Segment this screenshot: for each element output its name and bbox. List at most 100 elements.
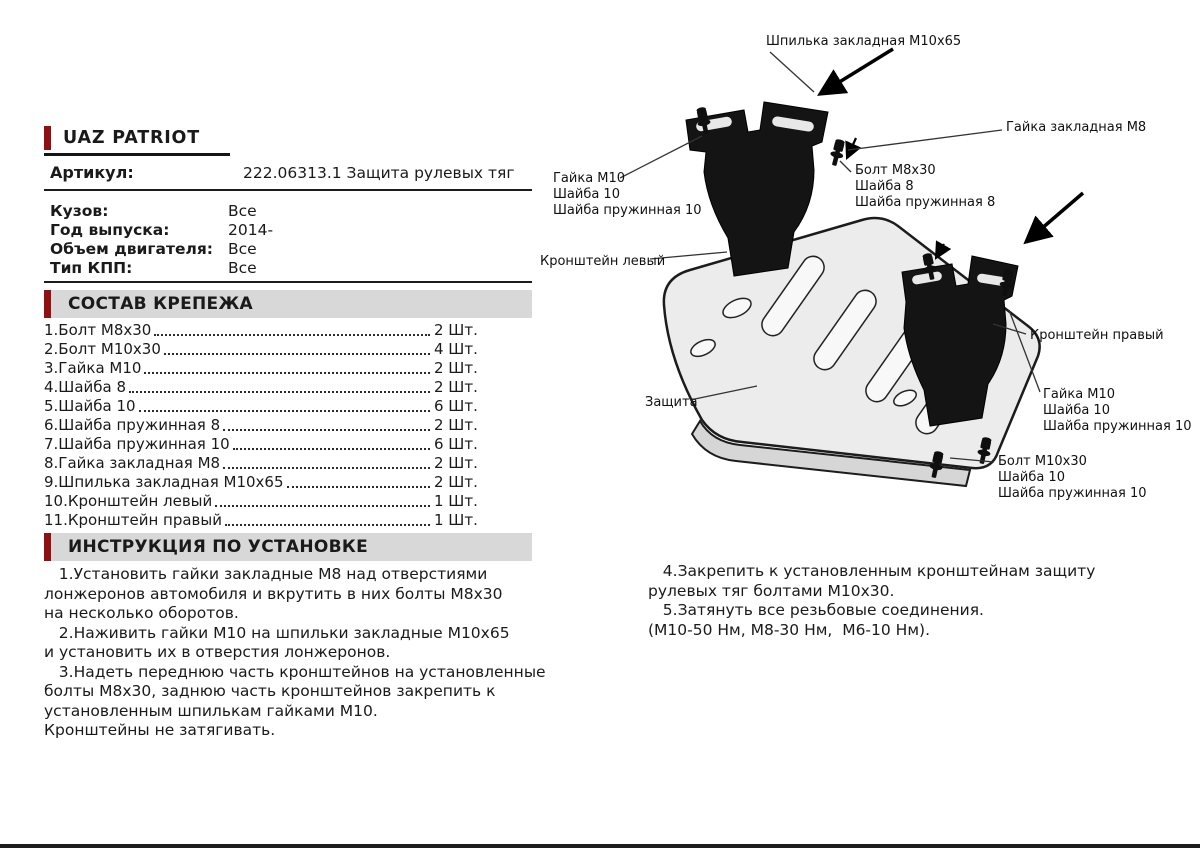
fastener-qty: 2 Шт. bbox=[434, 416, 478, 434]
fastener-name: 9.Шпилька закладная М10х65 bbox=[44, 473, 284, 491]
section-title-fasteners: СОСТАВ КРЕПЕЖА bbox=[68, 294, 254, 314]
spec-row-body: Кузов: Все bbox=[50, 202, 257, 220]
fastener-row: 10.Кронштейн левый 1 Шт. bbox=[44, 492, 496, 511]
fastener-qty: 2 Шт. bbox=[434, 321, 478, 339]
spec-value: Все bbox=[228, 259, 257, 277]
fastener-name: 1.Болт М8х30 bbox=[44, 321, 152, 339]
fastener-row: 2.Болт М10х30 4 Шт. bbox=[44, 340, 496, 359]
instruction-step-4: 4.Закрепить к установленным кронштейнам … bbox=[648, 562, 1096, 600]
divider bbox=[44, 189, 532, 191]
fastener-name: 5.Шайба 10 bbox=[44, 397, 136, 415]
plate-slots bbox=[690, 255, 979, 435]
title-accent-bar bbox=[44, 126, 51, 150]
label-nut-m10-right-1: Гайка М10 bbox=[1043, 387, 1115, 402]
fastener-row: 5.Шайба 10 6 Шт. bbox=[44, 397, 496, 416]
dot-leader bbox=[286, 473, 430, 488]
label-bolt-m10-1: Болт М10х30 bbox=[998, 454, 1087, 469]
fastener-qty: 2 Шт. bbox=[434, 378, 478, 396]
fastener-name: 7.Шайба пружинная 10 bbox=[44, 435, 230, 453]
fastener-row: 11.Кронштейн правый 1 Шт. bbox=[44, 511, 496, 530]
instructions-right-column: 4.Закрепить к установленным кронштейнам … bbox=[648, 562, 1158, 640]
article-label: Артикул: bbox=[50, 163, 134, 182]
section-header-fasteners: СОСТАВ КРЕПЕЖА bbox=[44, 290, 532, 318]
article-row: Артикул: 222.06313.1 Защита рулевых тяг bbox=[50, 163, 515, 182]
fastener-qty: 4 Шт. bbox=[434, 340, 478, 358]
fastener-row: 1.Болт М8х30 2 Шт. bbox=[44, 321, 496, 340]
fastener-name: 4.Шайба 8 bbox=[44, 378, 127, 396]
fastener-name: 2.Болт М10х30 bbox=[44, 340, 161, 358]
dot-leader bbox=[215, 492, 430, 507]
spec-label: Год выпуска: bbox=[50, 221, 170, 239]
fastener-qty: 6 Шт. bbox=[434, 397, 478, 415]
fastener-name: 8.Гайка закладная М8 bbox=[44, 454, 221, 472]
dot-leader bbox=[129, 378, 430, 393]
spec-label: Тип КПП: bbox=[50, 259, 133, 277]
title-block: UAZ PATRIOT bbox=[44, 126, 230, 156]
bolt-icons bbox=[694, 106, 1016, 480]
spec-value: Все bbox=[228, 202, 257, 220]
page-title: UAZ PATRIOT bbox=[63, 128, 200, 148]
label-bolt-m10-2: Шайба 10 bbox=[998, 470, 1065, 485]
fastener-qty: 2 Шт. bbox=[434, 454, 478, 472]
instruction-step-3: 3.Надеть переднюю часть кронштейнов на у… bbox=[44, 662, 546, 740]
fastener-qty: 1 Шт. bbox=[434, 492, 478, 510]
fastener-qty: 2 Шт. bbox=[434, 473, 478, 491]
label-nut-m10-left-1: Гайка М10 bbox=[553, 171, 625, 186]
insertion-arrows bbox=[817, 47, 1085, 260]
instruction-step-2: 2.Наживить гайки М10 на шпильки закладны… bbox=[44, 623, 510, 662]
divider bbox=[44, 281, 532, 283]
section-accent-bar bbox=[44, 533, 51, 561]
spec-value: Все bbox=[228, 240, 257, 258]
plate-flange bbox=[690, 419, 972, 488]
fastener-name: 6.Шайба пружинная 8 bbox=[44, 416, 221, 434]
fastener-row: 6.Шайба пружинная 8 2 Шт. bbox=[44, 416, 496, 435]
label-bolt-m8-2: Шайба 8 bbox=[855, 179, 914, 194]
fastener-qty: 1 Шт. bbox=[434, 511, 478, 529]
label-stud: Шпилька закладная М10х65 bbox=[766, 34, 961, 49]
label-bolt-m8-1: Болт М8х30 bbox=[855, 163, 936, 178]
bracket-left-shape bbox=[685, 101, 829, 277]
page-bottom-edge bbox=[0, 844, 1200, 848]
instruction-step-5: 5.Затянуть все резьбовые соединения. (М1… bbox=[648, 601, 984, 639]
bracket-right-slots bbox=[912, 271, 1009, 287]
spec-value: 2014- bbox=[228, 221, 274, 239]
dot-leader bbox=[223, 454, 430, 469]
fastener-qty: 2 Шт. bbox=[434, 359, 478, 377]
fastener-qty: 6 Шт. bbox=[434, 435, 478, 453]
leader-lines bbox=[619, 51, 1041, 463]
section-title-instructions: ИНСТРУКЦИЯ ПО УСТАНОВКЕ bbox=[68, 537, 368, 557]
label-embedded-nut-m8: Гайка закладная М8 bbox=[1006, 120, 1146, 135]
bracket-right-shape bbox=[901, 255, 1019, 427]
dot-leader bbox=[144, 359, 430, 374]
label-bolt-m10-3: Шайба пружинная 10 bbox=[998, 486, 1147, 501]
dot-leader bbox=[224, 511, 430, 526]
spec-label: Кузов: bbox=[50, 202, 109, 220]
spec-row-year: Год выпуска: 2014- bbox=[50, 221, 273, 239]
fastener-row: 8.Гайка закладная М8 2 Шт. bbox=[44, 454, 496, 473]
label-plate: Защита bbox=[645, 395, 698, 410]
label-nut-m10-left-3: Шайба пружинная 10 bbox=[553, 203, 702, 218]
dot-leader bbox=[232, 435, 430, 450]
fastener-row: 9.Шпилька закладная М10х65 2 Шт. bbox=[44, 473, 496, 492]
fastener-name: 10.Кронштейн левый bbox=[44, 492, 213, 510]
label-nut-m10-right-3: Шайба пружинная 10 bbox=[1043, 419, 1192, 434]
spec-row-engine: Объем двигателя: Все bbox=[50, 240, 257, 258]
label-nut-m10-left-2: Шайба 10 bbox=[553, 187, 620, 202]
fastener-list: 1.Болт М8х30 2 Шт. 2.Болт М10х30 4 Шт. 3.Г… bbox=[44, 321, 496, 530]
spec-label: Объем двигателя: bbox=[50, 240, 213, 258]
dot-leader bbox=[154, 321, 430, 336]
section-accent-bar bbox=[44, 290, 51, 318]
spec-row-gearbox: Тип КПП: Все bbox=[50, 259, 257, 277]
fastener-name: 11.Кронштейн правый bbox=[44, 511, 222, 529]
bracket-left-slots bbox=[696, 116, 814, 132]
label-bolt-m8-3: Шайба пружинная 8 bbox=[855, 195, 995, 210]
article-value: 222.06313.1 Защита рулевых тяг bbox=[243, 164, 515, 182]
fastener-row: 3.Гайка М10 2 Шт. bbox=[44, 359, 496, 378]
plate-shape bbox=[662, 216, 1041, 470]
label-bracket-left: Кронштейн левый bbox=[540, 254, 665, 269]
dot-leader bbox=[138, 397, 430, 412]
fastener-row: 7.Шайба пружинная 10 6 Шт. bbox=[44, 435, 496, 454]
label-bracket-right: Кронштейн правый bbox=[1030, 328, 1164, 343]
fastener-name: 3.Гайка М10 bbox=[44, 359, 142, 377]
instructions-left-column: 1.Установить гайки закладные М8 над отве… bbox=[44, 565, 644, 741]
